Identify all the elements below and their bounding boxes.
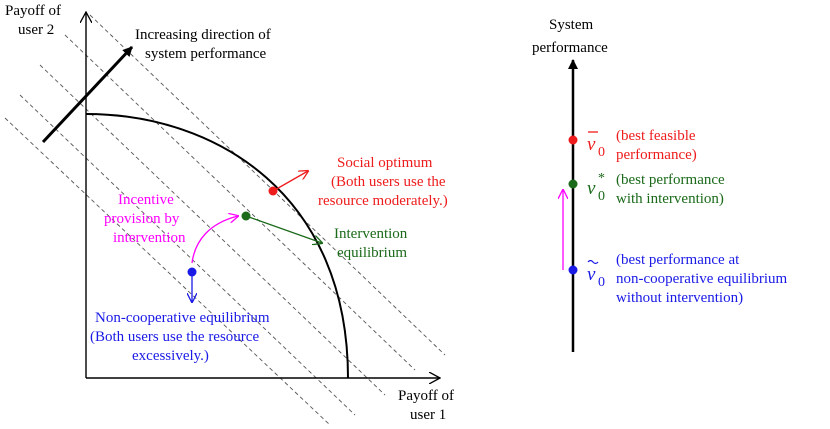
best-feasible-point: [568, 135, 578, 145]
iso-performance-lines: [4, 14, 446, 426]
svg-text:v: v: [587, 178, 596, 199]
svg-text:0: 0: [598, 275, 605, 290]
intervention-equilibrium-point: [241, 211, 251, 221]
social-optimum-label: Social optimum (Both users use the resou…: [318, 155, 449, 209]
best-with-intervention-point: [568, 179, 578, 189]
svg-text:0: 0: [598, 189, 605, 204]
best-with-intervention-description: (best performance with intervention): [616, 172, 728, 207]
incentive-arrow: [191, 216, 238, 264]
svg-text:0: 0: [598, 145, 605, 160]
intervention-equilibrium-label: Intervention equilibrium: [334, 226, 411, 261]
x-axis-label: Payoff of user 1: [398, 388, 458, 423]
svg-text:v: v: [587, 134, 596, 155]
best-feasible-symbol: v 0: [587, 131, 605, 160]
noncooperative-point: [187, 267, 197, 277]
system-performance-title: System performance: [532, 17, 608, 56]
best-with-intervention-symbol: v * 0: [587, 171, 605, 204]
y-axis-label: Payoff of user 2: [5, 3, 65, 38]
social-optimum-point: [268, 186, 278, 196]
incentive-label: Incentive provision by intervention: [104, 192, 186, 246]
svg-text:v: v: [587, 264, 596, 285]
noncooperative-label: Non-cooperative equilibrium (Both users …: [90, 310, 273, 364]
best-feasible-description: (best feasible performance): [616, 128, 699, 163]
intervention-equilibrium-arrow: [245, 215, 322, 243]
social-optimum-arrow: [272, 171, 308, 192]
svg-text:*: *: [598, 171, 605, 186]
best-noncooperative-symbol: v 0: [587, 259, 605, 290]
direction-label: Increasing direction of system performan…: [135, 27, 275, 62]
feasible-region-boundary: [85, 113, 349, 379]
direction-arrow: [41, 45, 134, 144]
payoff-axes: [86, 12, 440, 378]
best-noncooperative-point: [568, 265, 578, 275]
best-noncooperative-description: (best performance at non-cooperative equ…: [616, 252, 791, 306]
